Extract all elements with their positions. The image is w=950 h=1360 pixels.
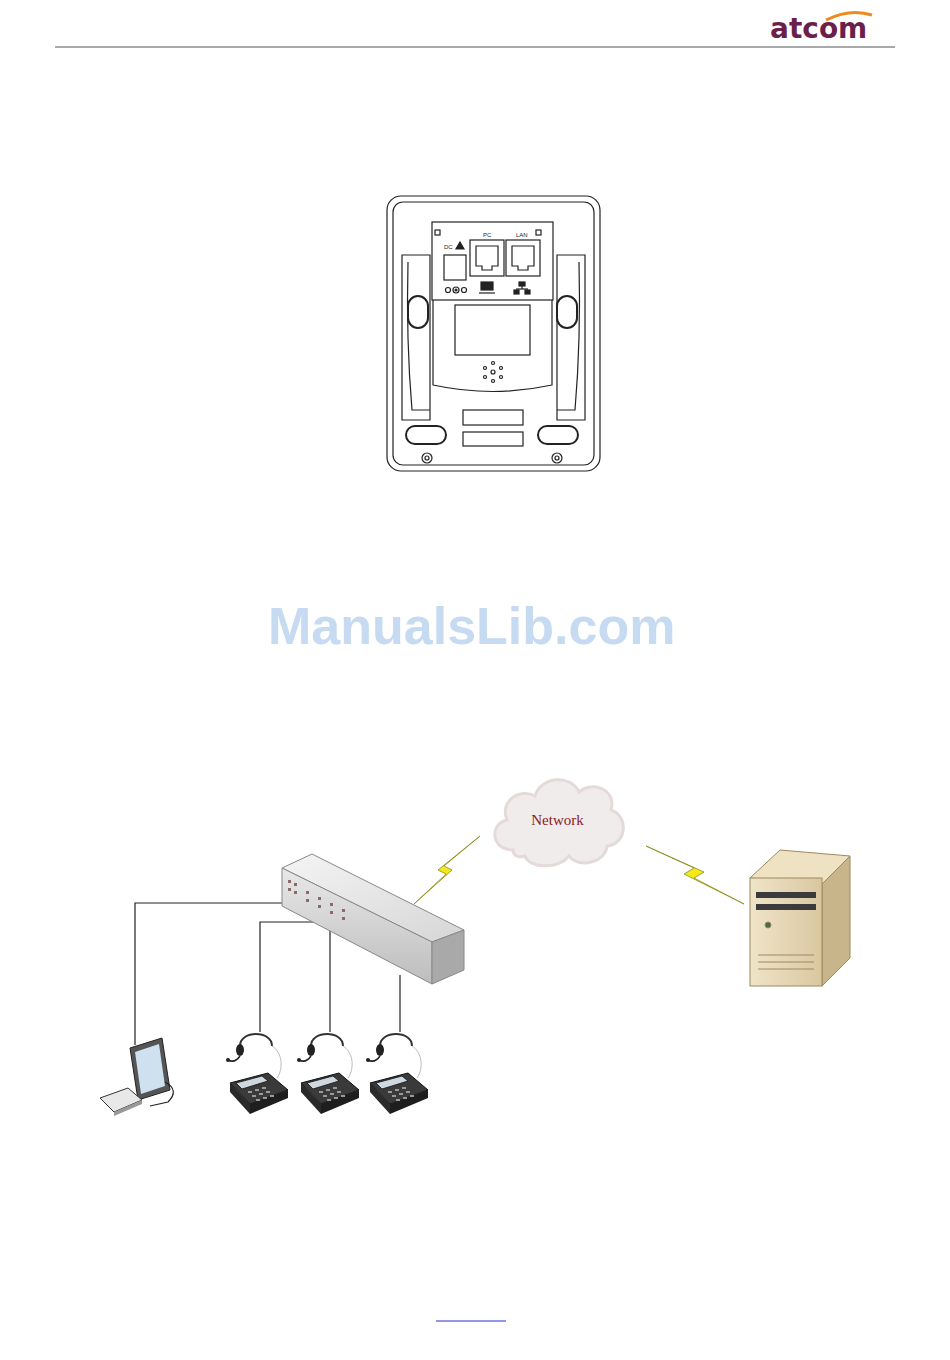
- ip-phone: [297, 1034, 359, 1114]
- footer-link: [436, 1321, 506, 1322]
- phone-rear-view: [387, 196, 600, 471]
- port-label: DC: [444, 244, 453, 250]
- watermark: ManualsLib.com: [268, 600, 675, 652]
- cloud-shape: [495, 780, 623, 866]
- server: [750, 850, 850, 986]
- ip-phone: [226, 1034, 288, 1114]
- wireless-link: [414, 836, 480, 904]
- node-text: Network: [531, 812, 584, 829]
- wireless-link: [646, 846, 744, 904]
- port-label: PC: [483, 232, 491, 238]
- ip-phone: [366, 1034, 428, 1114]
- network-switch: [282, 854, 464, 984]
- network-cloud: Network: [485, 768, 630, 873]
- port-label: LAN: [516, 232, 528, 238]
- computer: [100, 1038, 173, 1116]
- brand-logo: atcom: [770, 15, 867, 43]
- header-rule: [55, 46, 895, 47]
